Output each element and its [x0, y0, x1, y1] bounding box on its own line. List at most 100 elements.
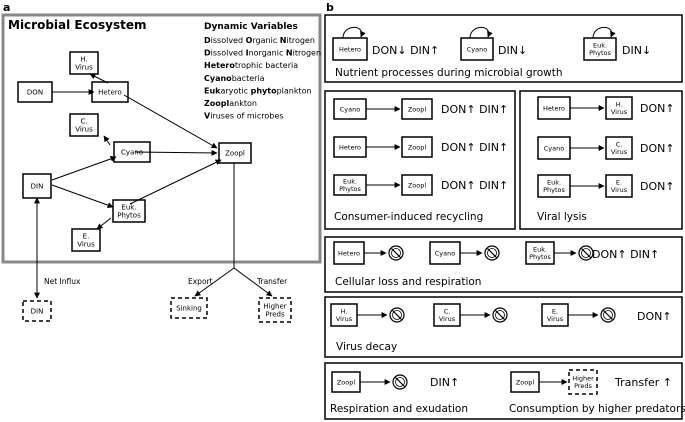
consumer-to-node-label: Zoopl [408, 105, 427, 113]
lysis-from-node-label: Euk. [547, 179, 561, 187]
cellular-node: Euk.Phytos [525, 241, 555, 265]
node-hetero-label: Hetero [98, 88, 122, 96]
node-e-virus-label: Virus [77, 240, 95, 248]
decay-node-label: C. [444, 308, 451, 316]
node-hetero: Hetero [91, 81, 129, 103]
decay-node-label: H. [341, 308, 348, 316]
no-symbol [484, 245, 500, 261]
export-label: Export [188, 277, 213, 286]
cellular-node-label: Euk. [533, 246, 547, 254]
node-higher-preds-label: Preds [265, 310, 285, 318]
caption-lysis: Viral lysis [537, 211, 587, 223]
decay-node: E.Virus [541, 303, 569, 327]
cellular-equation: DON↑ DIN↑ [592, 248, 659, 261]
consumption-from-node: Zoopl [510, 371, 540, 393]
nutrient-node-label: Cyano [467, 45, 487, 53]
cellular-node: Cyano [429, 241, 461, 265]
node-e-virus-label: E. [83, 232, 90, 240]
consumption-equation: Transfer ↑ [614, 376, 672, 389]
node-zoopl-label: Zoopl [225, 149, 245, 157]
ecosystem-arrows [34, 73, 273, 299]
node-e-virus: E.Virus [71, 228, 101, 252]
node-cyano-label: Cyano [121, 148, 143, 156]
node-h-virus-label: Virus [75, 63, 93, 71]
cellular-node: Hetero [333, 241, 365, 265]
decay-node-label: Virus [439, 315, 456, 323]
consumer-from-node: Hetero [333, 136, 367, 158]
consumer-to-node-label: Zoopl [408, 181, 427, 189]
variable-item: Heterotrophic bacteria [204, 61, 298, 70]
decay-node: H.Virus [330, 303, 358, 327]
variable-item: Zooplankton [204, 99, 257, 108]
node-h-virus-label: H. [80, 55, 87, 63]
lysis-to-node-label: E. [616, 179, 622, 187]
cellular-node-label: Phytos [529, 253, 551, 261]
consumer-from-node: Euk.Phytos [333, 174, 367, 196]
panel-b-letter: b [326, 1, 334, 14]
nutrient-node: Hetero [332, 37, 368, 61]
decay-equation: DON↑ [637, 310, 672, 323]
arrow-din-cyano [51, 156, 117, 181]
consumer-from-node-label: Hetero [339, 143, 361, 151]
arrow-transfer [233, 267, 273, 297]
arrow-euk-evirus [96, 217, 112, 230]
variable-item: Dissolved Organic Nitrogen [204, 36, 315, 45]
consumer-from-node-label: Cyano [340, 105, 360, 113]
caption-respiration: Respiration and exudation [330, 403, 468, 415]
consumption-from-node-label: Zoopl [516, 378, 535, 386]
box-consumer [324, 90, 516, 230]
box-nutrient [324, 14, 683, 83]
cellular-node-label: Hetero [338, 249, 360, 257]
lysis-to-node: E.Virus [605, 174, 633, 198]
nutrient-equation: DON↓ DIN↑ [372, 44, 439, 57]
node-c-virus-label: C. [80, 117, 87, 125]
lysis-from-node: Cyano [537, 136, 571, 160]
lysis-equation: DON↑ [640, 142, 675, 155]
consumer-from-node-label: Phytos [339, 185, 361, 193]
decay-node-label: E. [552, 308, 558, 316]
consumer-equation: DON↑ DIN↑ [441, 179, 508, 192]
cellular-node-label: Cyano [435, 249, 455, 257]
node-din-external-label: DIN [31, 307, 44, 315]
nutrient-node-label: Hetero [339, 45, 361, 53]
lysis-to-node-label: Virus [611, 186, 628, 194]
lysis-equation: DON↑ [640, 180, 675, 193]
respiration-equation: DIN↑ [430, 376, 459, 389]
consumer-equation: DON↑ DIN↑ [441, 103, 508, 116]
respiration-node: Zoopl [331, 371, 361, 393]
arrow-cyano-zoopl [134, 149, 218, 156]
arrow-export [194, 267, 235, 297]
consumer-to-node: Zoopl [401, 136, 433, 158]
lysis-to-node-label: C. [616, 141, 623, 149]
consumer-equation: DON↑ DIN↑ [441, 141, 508, 154]
lysis-from-node: Euk.Phytos [537, 174, 571, 198]
no-symbol [492, 307, 508, 323]
node-zoopl: Zoopl [218, 142, 252, 164]
arrow-euk-zoopl [129, 159, 222, 205]
respiration-node-label: Zoopl [337, 378, 356, 386]
box-decay [324, 296, 683, 358]
decay-node-label: Virus [547, 315, 564, 323]
node-euk-phytos-label: Phytos [117, 211, 141, 219]
node-sinking: Sinking [170, 297, 208, 319]
node-c-virus: C.Virus [69, 113, 99, 137]
consumption-to-node-label: Higher [572, 375, 594, 383]
self-loop-arrow [342, 26, 366, 39]
caption-consumption: Consumption by higher predators [509, 403, 685, 415]
node-don-label: DON [27, 88, 43, 96]
lysis-to-node-label: Virus [611, 148, 628, 156]
lysis-from-node: Hetero [537, 96, 571, 120]
no-symbol [600, 307, 616, 323]
caption-consumer: Consumer-induced recycling [334, 211, 483, 223]
box-lysis [519, 90, 683, 230]
node-h-virus: H.Virus [69, 51, 99, 75]
lysis-to-node: C.Virus [605, 136, 633, 160]
nutrient-equation: DIN↓ [498, 44, 527, 57]
lysis-from-node-label: Phytos [543, 186, 565, 194]
lysis-to-node: H.Virus [605, 96, 633, 120]
consumer-from-node: Cyano [333, 98, 367, 120]
arrow-hetero-hvirus [89, 73, 109, 84]
consumer-to-node: Zoopl [401, 174, 433, 196]
transfer-label: Transfer [256, 277, 288, 286]
